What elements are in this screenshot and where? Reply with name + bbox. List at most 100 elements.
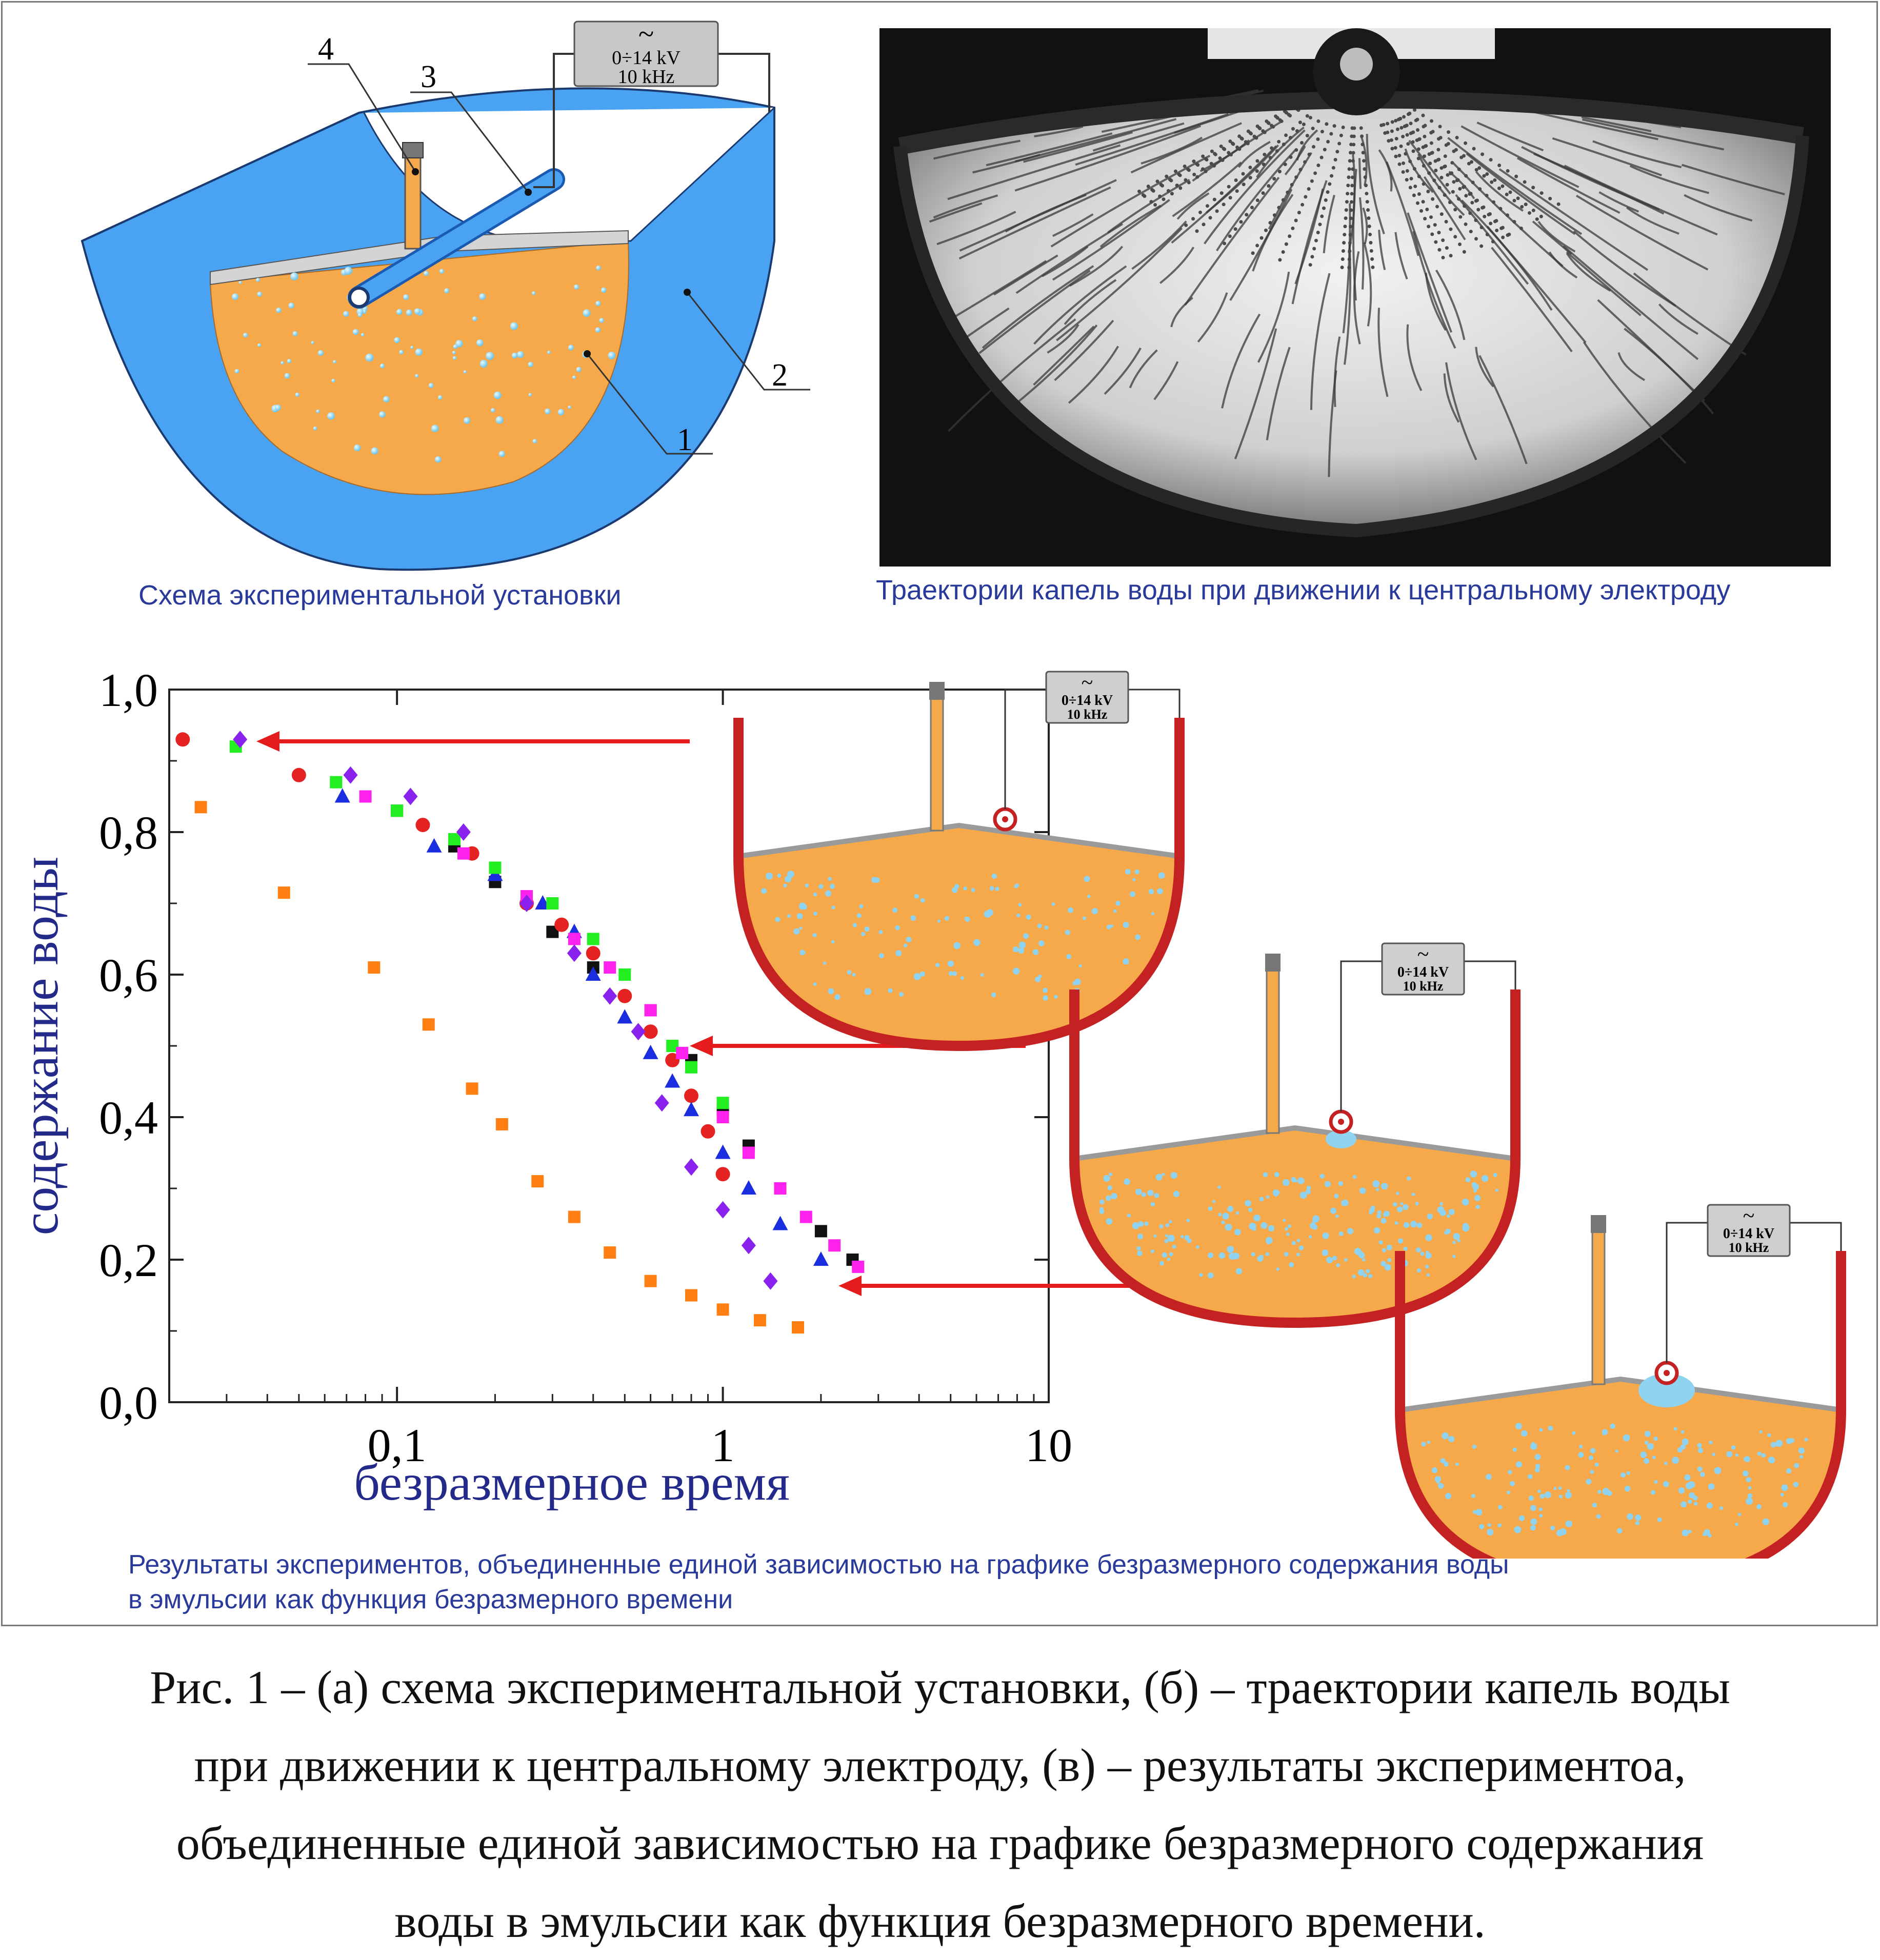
inset-droplet: [1218, 1252, 1226, 1259]
inset-droplet: [1151, 912, 1155, 916]
inset-droplet: [828, 877, 832, 881]
droplet: [479, 293, 486, 300]
trajectory: [978, 270, 1091, 354]
droplet-chain: [1443, 164, 1447, 168]
droplet-chain: [1408, 159, 1412, 164]
inset-droplet: [1446, 1214, 1450, 1218]
inset-droplet: [1799, 1455, 1804, 1459]
inset-droplet: [1034, 977, 1041, 982]
power-frequency: 10 kHz: [618, 66, 675, 88]
droplet-chain: [1444, 143, 1448, 147]
droplet: [415, 374, 419, 378]
droplet-chain: [1436, 137, 1441, 141]
inset-droplet: [1251, 1252, 1255, 1257]
droplet-chain: [1215, 209, 1219, 213]
inset-droplet: [1537, 1489, 1541, 1493]
inset-droplet: [1793, 1482, 1799, 1487]
droplet-chain: [1245, 213, 1249, 217]
droplet-chain: [1501, 184, 1505, 188]
droplet-chain: [1390, 147, 1394, 151]
inset-power-symbol: ~: [1743, 1204, 1755, 1228]
droplet-chain: [1195, 175, 1199, 179]
droplet-chain: [1393, 146, 1397, 150]
droplet-chain: [1302, 123, 1306, 127]
droplet-chain: [1270, 146, 1274, 150]
inset-droplet: [1338, 1231, 1344, 1237]
droplet: [365, 353, 374, 362]
droplet: [531, 291, 536, 295]
inset-droplet: [1471, 1182, 1477, 1188]
trajectory: [1363, 242, 1372, 327]
droplet: [292, 331, 298, 336]
droplet-chain: [1349, 225, 1353, 229]
inset-wire: [1004, 689, 1046, 809]
inset-droplet: [1296, 1252, 1301, 1257]
inset-droplet: [805, 883, 809, 888]
droplet-chain: [1505, 192, 1509, 196]
inset-droplet: [1334, 1194, 1339, 1199]
inset-droplet: [1539, 1428, 1543, 1432]
droplet-chain: [1251, 251, 1255, 255]
inset-droplet: [813, 912, 817, 916]
droplet-chain: [1412, 108, 1416, 112]
inset-droplet: [1023, 933, 1029, 939]
inset-droplet: [935, 963, 940, 967]
inset-droplet: [1144, 1221, 1149, 1226]
droplet-chain: [1428, 161, 1432, 166]
trough-rim: [82, 112, 359, 242]
data-point: [701, 1124, 715, 1139]
inset-droplet: [1352, 1275, 1356, 1279]
inset-droplet: [1162, 1252, 1167, 1258]
inset-droplet: [1397, 1206, 1403, 1213]
data-point: [715, 1201, 730, 1219]
droplet-chain: [1456, 178, 1460, 182]
inset-droplet: [1297, 1177, 1305, 1184]
trajectory: [933, 194, 998, 219]
droplet-chain: [1450, 171, 1454, 175]
inset-droplet: [1167, 1257, 1171, 1261]
inset-droplet: [1507, 1490, 1511, 1494]
droplet-chain: [1169, 178, 1173, 183]
inset-droplet: [1594, 1462, 1599, 1467]
inset-droplet: [1124, 1178, 1130, 1185]
droplet-chain: [1488, 212, 1492, 216]
droplet-chain: [1165, 174, 1169, 178]
data-point: [715, 1167, 730, 1182]
inset-droplet: [1283, 1219, 1286, 1222]
inset-droplet: [1137, 1234, 1144, 1240]
droplet-chain: [1468, 211, 1472, 215]
droplet-chain: [1275, 149, 1279, 153]
data-point: [568, 1210, 581, 1223]
droplet: [290, 272, 298, 280]
droplet-chain: [1313, 171, 1317, 175]
inset-droplet: [1444, 1461, 1449, 1467]
inset-droplet: [1558, 1494, 1563, 1499]
droplet-chain: [1445, 246, 1449, 250]
leader-3: [410, 91, 529, 193]
trajectory: [1284, 145, 1306, 176]
inset-droplet: [1180, 1235, 1184, 1239]
y-tick-label: 0,8: [99, 806, 158, 859]
droplet-chain: [1367, 224, 1371, 228]
data-point: [685, 1289, 697, 1302]
inset-droplet: [937, 919, 941, 923]
droplet-chain: [1288, 136, 1292, 140]
droplet: [316, 409, 320, 414]
droplet-chain: [1474, 218, 1478, 223]
droplet-chain: [1347, 175, 1351, 179]
inset-droplet: [1147, 1189, 1154, 1196]
y-axis-label: содержание воды: [12, 857, 69, 1235]
droplet-chain: [1347, 167, 1351, 171]
droplet-chain: [1453, 235, 1457, 239]
trajectory: [1475, 171, 1524, 212]
inset-droplet: [1235, 1268, 1243, 1275]
inset-droplet: [1150, 1249, 1154, 1253]
inset-droplet: [1013, 946, 1019, 953]
axis-ticks: [168, 689, 1050, 1403]
arrow-top: [256, 731, 690, 752]
trajectory: [1445, 362, 1477, 460]
droplet-chain: [1463, 204, 1467, 208]
droplet-chain: [1270, 124, 1274, 128]
trajectory: [1417, 153, 1465, 216]
droplet: [568, 406, 571, 409]
